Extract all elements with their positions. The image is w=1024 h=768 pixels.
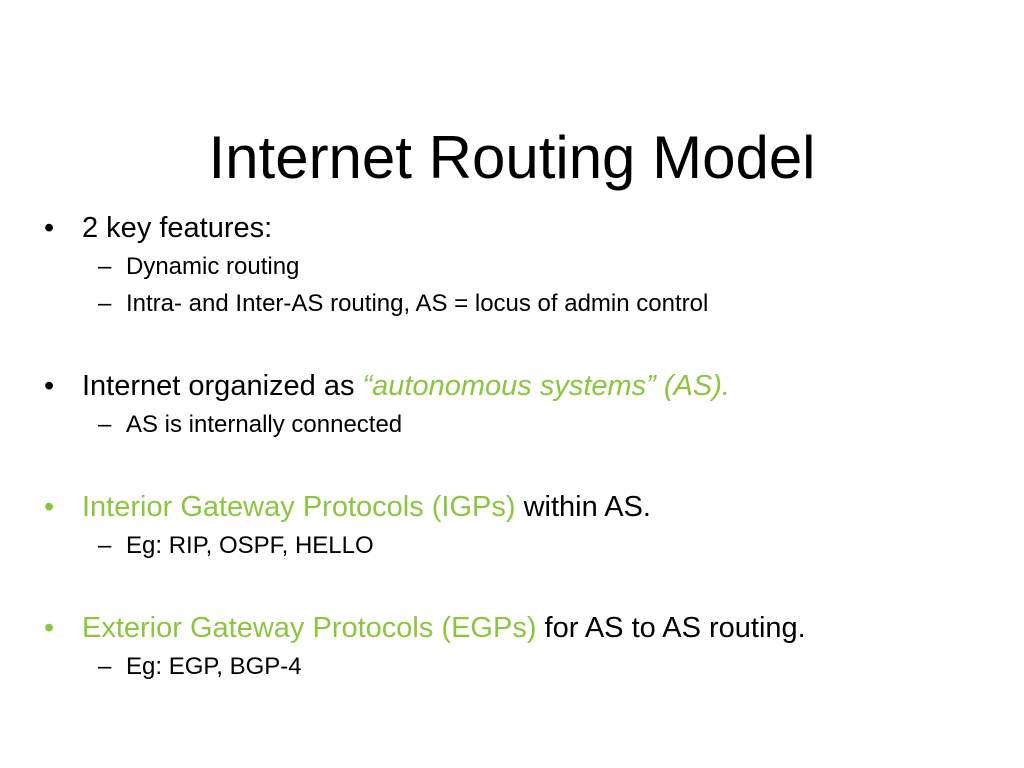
sub-bullet-text: Eg: RIP, OSPF, HELLO (126, 532, 374, 559)
sub-bullet-item: – Intra- and Inter-AS routing, AS = locu… (44, 285, 1004, 322)
sub-bullet-text: AS is internally connected (126, 411, 403, 438)
sub-bullet-marker: – (98, 290, 112, 317)
bullet-marker: • (44, 491, 55, 523)
sub-bullet-marker: – (98, 532, 112, 559)
sub-bullet-marker: – (98, 411, 112, 438)
bullet-item: • Interior Gateway Protocols (IGPs) with… (44, 487, 1004, 527)
sub-bullet-item: – Dynamic routing (44, 248, 1004, 285)
bullet-text: for AS to AS routing. (536, 612, 806, 644)
slide-content: • 2 key features: – Dynamic routing – In… (44, 208, 1004, 685)
bullet-marker: • (44, 212, 55, 244)
bullet-text: within AS. (515, 491, 651, 523)
sub-bullet-marker: – (98, 253, 112, 280)
bullet-highlight: Exterior Gateway Protocols (EGPs) (82, 612, 537, 644)
bullet-marker: • (44, 612, 55, 644)
sub-bullet-marker: – (98, 653, 112, 680)
bullet-item: • Internet organized as “autonomous syst… (44, 366, 1004, 406)
bullet-text: 2 key features: (82, 212, 273, 244)
sub-bullet-text: Dynamic routing (126, 253, 300, 280)
bullet-marker: • (44, 370, 55, 402)
sub-bullet-item: – Eg: EGP, BGP-4 (44, 648, 1004, 685)
bullet-highlight: Interior Gateway Protocols (IGPs) (82, 491, 516, 523)
bullet-text: Internet organized as (82, 370, 363, 402)
sub-bullet-text: Intra- and Inter-AS routing, AS = locus … (126, 290, 709, 317)
sub-bullet-item: – Eg: RIP, OSPF, HELLO (44, 527, 1004, 564)
bullet-highlight: “autonomous systems” (AS). (362, 370, 730, 402)
bullet-item: • Exterior Gateway Protocols (EGPs) for … (44, 608, 1004, 648)
bullet-item: • 2 key features: (44, 208, 1004, 248)
slide-title: Internet Routing Model (208, 124, 816, 191)
sub-bullet-item: – AS is internally connected (44, 406, 1004, 443)
sub-bullet-text: Eg: EGP, BGP-4 (126, 653, 302, 680)
